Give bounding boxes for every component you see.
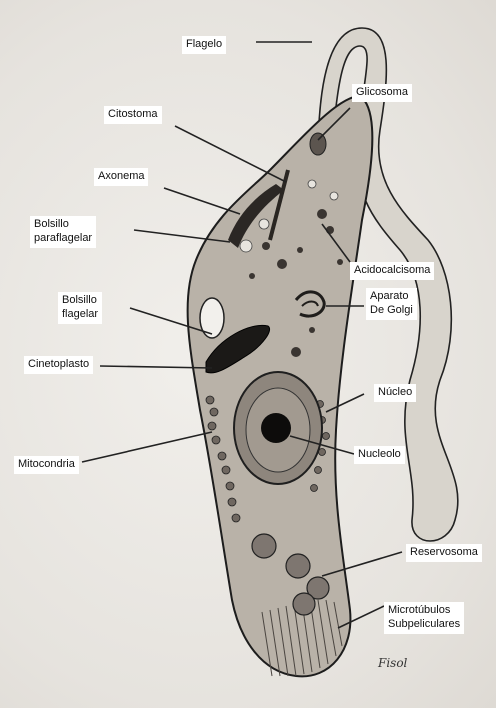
glycosome-shape bbox=[310, 133, 326, 155]
label-acidocalcisoma: Acidocalcisoma bbox=[350, 262, 434, 280]
label-bolsillo-flagelar: Bolsillo flagelar bbox=[58, 292, 102, 324]
label-nucleo: Núcleo bbox=[374, 384, 416, 402]
label-nucleolo: Nucleolo bbox=[354, 446, 405, 464]
label-flagelo: Flagelo bbox=[182, 36, 226, 54]
label-microtubulos: Microtúbulos Subpeliculares bbox=[384, 602, 464, 634]
label-cinetoplasto: Cinetoplasto bbox=[24, 356, 93, 374]
label-citostoma: Citostoma bbox=[104, 106, 162, 124]
label-glicosoma: Glicosoma bbox=[352, 84, 412, 102]
artist-signature: Fisol bbox=[378, 656, 407, 670]
label-bolsillo-paraflagelar: Bolsillo paraflagelar bbox=[30, 216, 96, 248]
label-aparato-golgi: Aparato De Golgi bbox=[366, 288, 417, 320]
label-mitocondria: Mitocondria bbox=[14, 456, 79, 474]
label-reservosoma: Reservosoma bbox=[406, 544, 482, 562]
label-axonema: Axonema bbox=[94, 168, 148, 186]
nucleolus-shape bbox=[261, 413, 291, 443]
